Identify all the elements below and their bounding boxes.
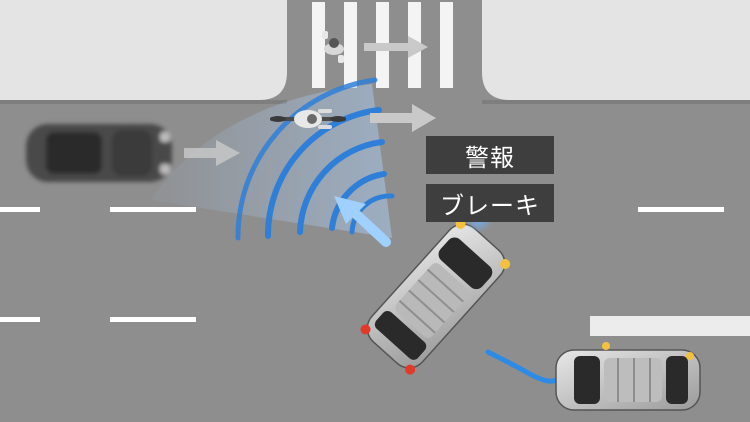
cyclist-direction-arrow xyxy=(370,104,436,132)
oncoming-car-direction-arrow xyxy=(184,140,240,166)
sidewalk-edge-right xyxy=(482,100,750,104)
waiting-car xyxy=(555,342,701,411)
brake-label: ブレーキ xyxy=(426,184,554,222)
lane-markings xyxy=(0,207,750,336)
turning-car xyxy=(360,204,511,375)
sidewalk-top-right xyxy=(482,0,750,100)
crosswalk xyxy=(312,2,453,88)
alert-label: 警報 xyxy=(426,136,554,174)
sensor-waves xyxy=(235,77,395,241)
cyclist-icon xyxy=(270,109,346,129)
stop-line xyxy=(590,316,750,336)
motion-arrows xyxy=(184,36,436,166)
oncoming-car xyxy=(26,124,172,182)
turn-direction-arrow xyxy=(334,196,391,247)
pedestrian-direction-arrow xyxy=(364,36,428,58)
pedestrian-icon xyxy=(322,31,344,63)
sidewalk-top-left xyxy=(0,0,287,100)
sidewalk-edge-left xyxy=(0,100,287,104)
vehicle-path-line xyxy=(485,349,559,384)
